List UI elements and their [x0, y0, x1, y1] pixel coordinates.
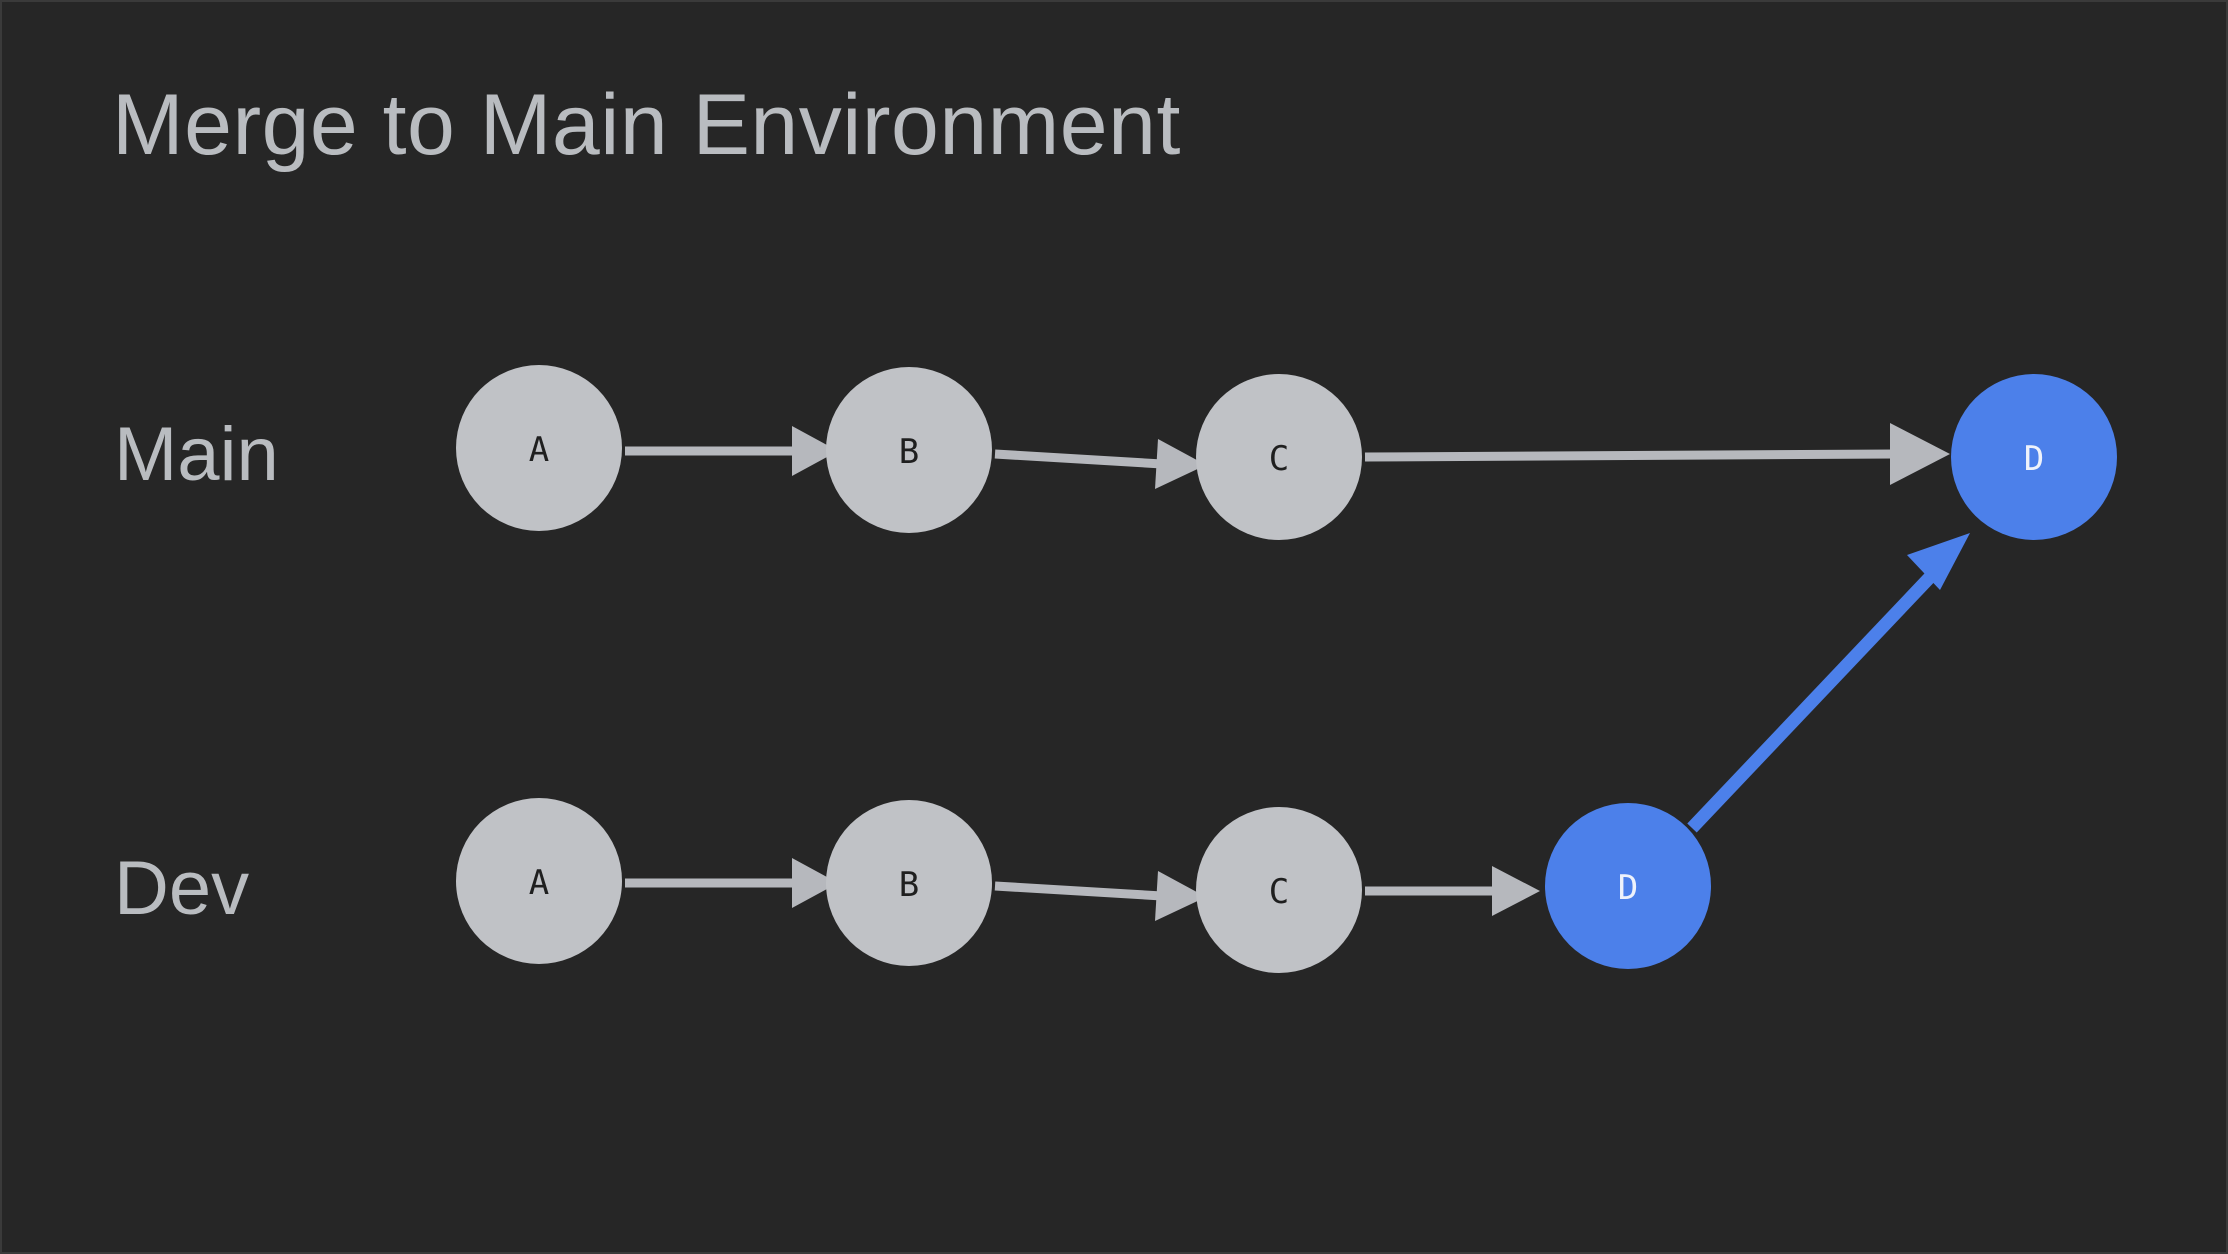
lane-label-dev: Dev — [114, 846, 249, 931]
commit-node-dev-c[interactable]: C — [1196, 807, 1362, 973]
edge-dev-c-d — [1365, 866, 1540, 916]
commit-label-main-a: A — [529, 430, 549, 470]
commit-label-main-d: D — [2024, 439, 2044, 479]
commit-node-dev-a[interactable]: A — [456, 798, 622, 964]
edge-merge-dev-d-to-main-d — [1687, 533, 1970, 833]
commit-node-main-b[interactable]: B — [826, 367, 992, 533]
edge-main-b-c — [994, 439, 1206, 489]
commit-label-dev-c: C — [1269, 872, 1289, 912]
commit-label-main-b: B — [899, 432, 919, 472]
commit-node-main-a[interactable]: A — [456, 365, 622, 531]
edge-main-c-d — [1364, 423, 1950, 485]
commit-label-dev-b: B — [899, 865, 919, 905]
commit-node-dev-b[interactable]: B — [826, 800, 992, 966]
commit-node-dev-d[interactable]: D — [1545, 803, 1711, 969]
edge-main-a-b — [625, 426, 838, 476]
commit-node-main-d[interactable]: D — [1951, 374, 2117, 540]
edge-dev-b-c — [994, 871, 1206, 921]
edge-dev-a-b — [625, 858, 838, 908]
lane-label-main: Main — [114, 412, 279, 497]
page-title: Merge to Main Environment — [112, 77, 1181, 173]
commit-label-main-c: C — [1269, 439, 1289, 479]
commit-label-dev-d: D — [1618, 868, 1638, 908]
commit-node-main-c[interactable]: C — [1196, 374, 1362, 540]
commit-label-dev-a: A — [529, 863, 549, 903]
